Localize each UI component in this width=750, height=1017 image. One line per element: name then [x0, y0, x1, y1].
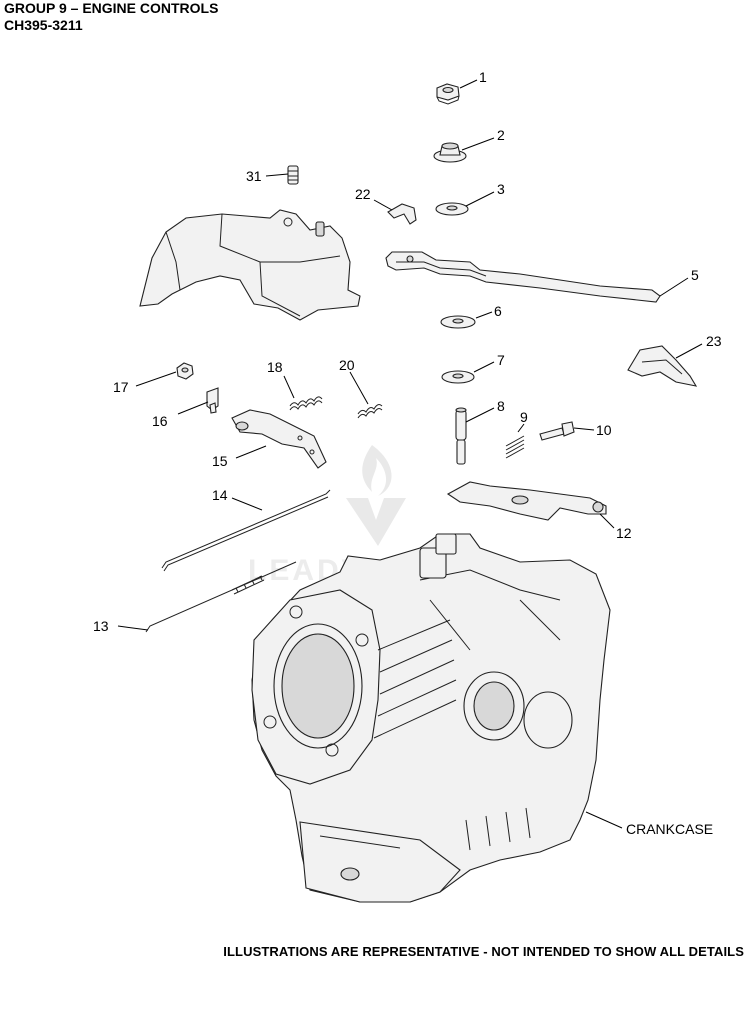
callout-22: 22	[355, 186, 371, 202]
callout-16: 16	[152, 413, 168, 429]
part-1-nut	[436, 83, 460, 105]
callout-8: 8	[497, 398, 505, 414]
part-7-washer	[441, 370, 475, 384]
part-16-pin	[206, 387, 219, 414]
part-12-plate	[446, 481, 607, 521]
callout-1: 1	[479, 69, 487, 85]
callout-18: 18	[267, 359, 283, 375]
part-23-bracket	[627, 345, 698, 387]
callout-10: 10	[596, 422, 612, 438]
callout-5: 5	[691, 267, 699, 283]
callout-7: 7	[497, 352, 505, 368]
callout-2: 2	[497, 127, 505, 143]
part-15-governor-lever	[231, 409, 327, 469]
callout-12: 12	[616, 525, 632, 541]
part-9-spring	[505, 435, 525, 459]
callout-23: 23	[706, 333, 722, 349]
part-10-bolt	[539, 421, 575, 441]
callout-15: 15	[212, 453, 228, 469]
crankcase	[251, 533, 611, 903]
callout-13: 13	[93, 618, 109, 634]
callout-14: 14	[212, 487, 228, 503]
part-31-fitting	[287, 165, 299, 185]
upper-shroud	[139, 209, 361, 321]
footer-disclaimer: ILLUSTRATIONS ARE REPRESENTATIVE - NOT I…	[223, 944, 744, 959]
part-8-shaft	[455, 407, 467, 465]
callout-crankcase: CRANKCASE	[626, 821, 713, 837]
part-18-spring	[289, 396, 323, 411]
callouts: 1 2 3 5 6 7 8 9 10 12 13 14 15 16 17 18 …	[93, 69, 722, 837]
part-5-lever	[385, 251, 661, 303]
callout-6: 6	[494, 303, 502, 319]
part-2-cup	[433, 142, 467, 163]
part-22-bracket	[387, 203, 417, 225]
leader-lines	[117, 79, 703, 829]
callout-17: 17	[113, 379, 129, 395]
group-title: GROUP 9 – ENGINE CONTROLS	[4, 0, 219, 16]
callout-31: 31	[246, 168, 262, 184]
part-3-washer	[435, 202, 469, 216]
callout-20: 20	[339, 357, 355, 373]
part-17-nut	[176, 362, 194, 380]
callout-9: 9	[520, 409, 528, 425]
callout-3: 3	[497, 181, 505, 197]
part-6-washer	[440, 315, 476, 329]
part-14-rod	[161, 489, 331, 572]
part-20-spring	[357, 404, 383, 419]
model-code: CH395-3211	[4, 17, 83, 33]
